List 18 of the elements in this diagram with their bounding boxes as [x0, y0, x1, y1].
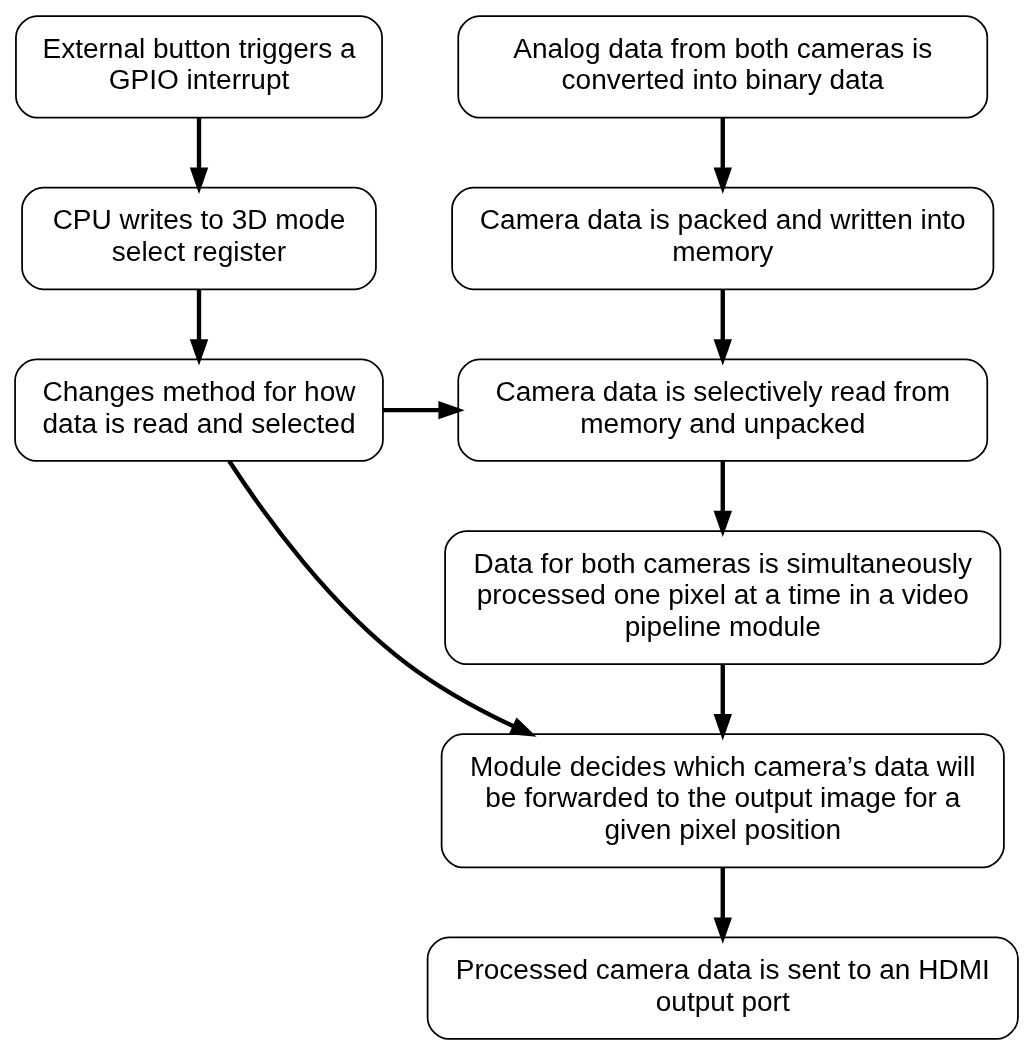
node-box: External button triggers a GPIO interrupt — [15, 15, 383, 119]
node-box: Camera data is packed and written into memory — [451, 186, 995, 291]
arrow — [713, 664, 732, 741]
arrow — [713, 867, 732, 944]
node-box: Analog data from both cameras is converted into binary data — [457, 15, 989, 119]
node-box: Processed camera data is sent to an HDMI output port — [426, 936, 1019, 1040]
node-box: Camera data is selectively read from memory and unpacked — [457, 358, 989, 462]
arrow — [189, 117, 209, 194]
arrow — [713, 461, 732, 538]
node-box: Data for both cameras is simultaneously processed one pixel at a time in a video pipeline module — [444, 530, 1002, 665]
node-box: Module decides which camera’s data will be forwarded to the output image for a given pixel position — [440, 733, 1005, 869]
arrow — [383, 400, 465, 420]
node-box: CPU writes to 3D mode select register — [21, 186, 377, 291]
node-box: Changes method for how data is read and selected — [14, 358, 384, 462]
arrow — [713, 117, 732, 194]
arrow — [227, 459, 537, 737]
arrow — [713, 289, 732, 366]
arrow — [189, 289, 209, 366]
